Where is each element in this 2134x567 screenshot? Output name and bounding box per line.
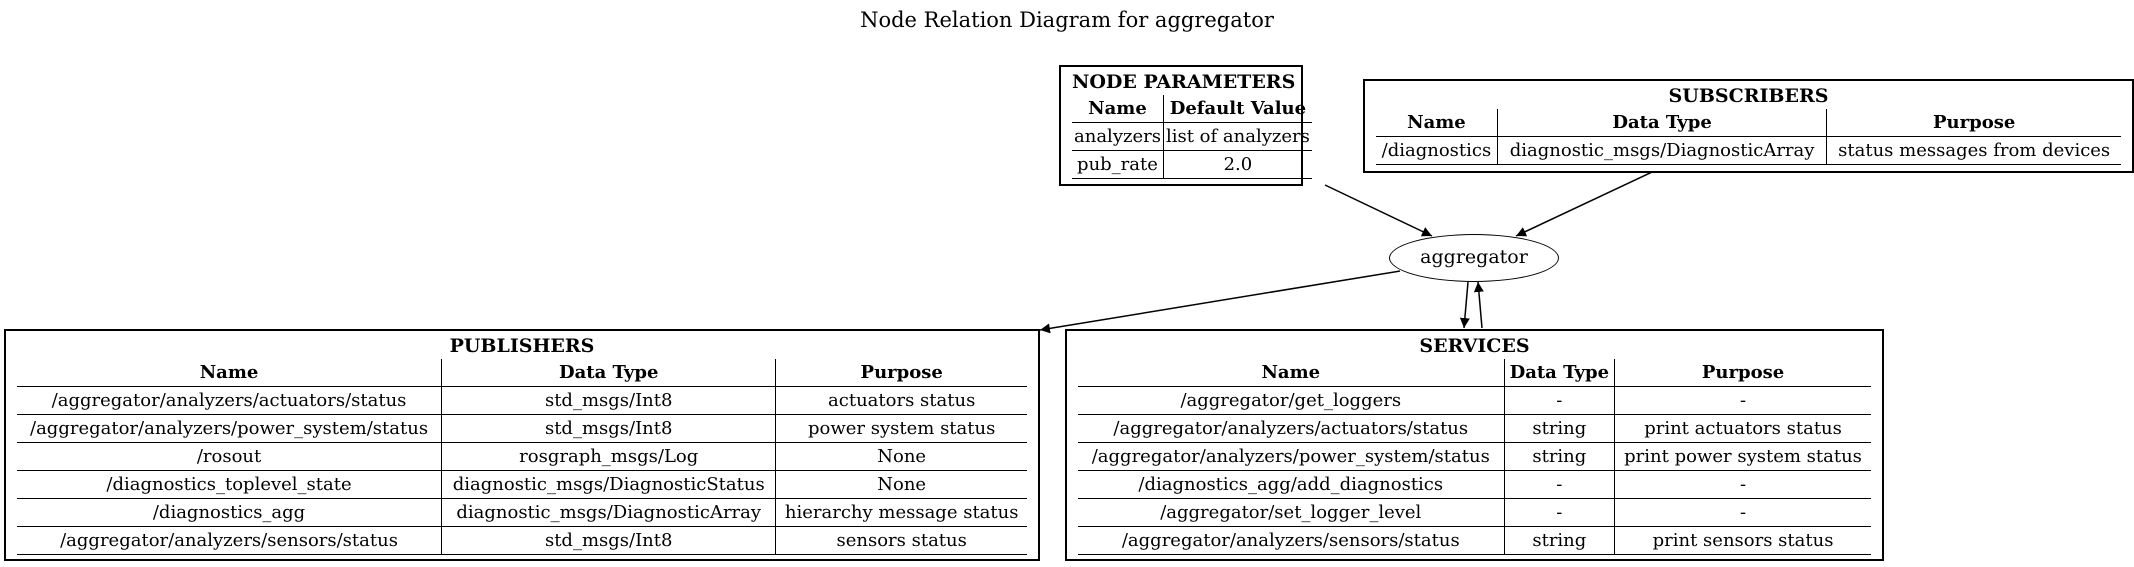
service-purpose: print actuators status (1614, 414, 1871, 443)
service-purpose: - (1614, 498, 1871, 527)
service-type: string (1503, 526, 1615, 555)
publisher-purpose: actuators status (775, 386, 1027, 415)
table-row: /diagnostics_agg/add_diagnostics - - (1078, 470, 1871, 499)
publisher-name: /aggregator/analyzers/power_system/statu… (17, 414, 442, 443)
subscriber-type: diagnostic_msgs/DiagnosticArray (1496, 136, 1827, 165)
edge-services-to-node (1473, 281, 1484, 329)
column-header: Purpose (775, 359, 1027, 387)
table-row: /aggregator/analyzers/sensors/status str… (1078, 526, 1871, 555)
parameter-name: analyzers (1072, 122, 1164, 151)
services-grid: Name Data Type Purpose /aggregator/get_l… (1078, 359, 1871, 555)
table-row: /diagnostics_toplevel_state diagnostic_m… (17, 470, 1027, 499)
subscriber-name: /diagnostics (1376, 136, 1498, 165)
table-row: /aggregator/get_loggers - - (1078, 386, 1871, 415)
column-header: Data Type (1496, 109, 1827, 137)
service-name: /aggregator/set_logger_level (1078, 498, 1505, 527)
column-header: Name (17, 359, 442, 387)
table-row: /diagnostics_agg diagnostic_msgs/Diagnos… (17, 498, 1027, 527)
service-purpose: - (1614, 470, 1871, 499)
table-row: /aggregator/analyzers/actuators/status s… (1078, 414, 1871, 443)
column-header: Purpose (1614, 359, 1871, 387)
publisher-purpose: hierarchy message status (775, 498, 1027, 527)
service-type: string (1503, 442, 1615, 471)
service-type: - (1503, 386, 1615, 415)
publisher-type: diagnostic_msgs/DiagnosticArray (441, 498, 776, 527)
publisher-name: /diagnostics_agg (17, 498, 442, 527)
table-header-row: Name Data Type Purpose (1078, 359, 1871, 387)
parameter-name: pub_rate (1072, 150, 1164, 179)
table-row: /aggregator/analyzers/power_system/statu… (1078, 442, 1871, 471)
column-header: Data Type (441, 359, 776, 387)
table-row: /aggregator/analyzers/sensors/status std… (17, 526, 1027, 555)
publishers-table: PUBLISHERS Name Data Type Purpose /aggre… (4, 329, 1040, 561)
node-parameters-grid: Name Default Value analyzers list of ana… (1072, 95, 1312, 179)
publisher-name: /aggregator/analyzers/sensors/status (17, 526, 442, 555)
service-purpose: - (1614, 386, 1871, 415)
node-parameters-table: NODE PARAMETERS Name Default Value analy… (1059, 65, 1312, 186)
publisher-purpose: sensors status (775, 526, 1027, 555)
publisher-name: /diagnostics_toplevel_state (17, 470, 442, 499)
table-row: /aggregator/set_logger_level - - (1078, 498, 1871, 527)
services-title: SERVICES (1419, 335, 1530, 357)
edge-node-to-services (1459, 281, 1470, 329)
subscriber-purpose: status messages from devices (1826, 136, 2121, 165)
column-header: Name (1078, 359, 1505, 387)
table-row: /diagnostics diagnostic_msgs/DiagnosticA… (1376, 136, 2121, 165)
table-header-row: Name Default Value (1072, 95, 1312, 123)
diagram-title: Node Relation Diagram for aggregator (860, 8, 1274, 32)
publisher-type: rosgraph_msgs/Log (441, 442, 776, 471)
service-name: /aggregator/analyzers/sensors/status (1078, 526, 1505, 555)
edge-node-to-publishers (1039, 270, 1401, 334)
publisher-purpose: None (775, 442, 1027, 471)
publisher-name: /rosout (17, 442, 442, 471)
service-name: /aggregator/analyzers/actuators/status (1078, 414, 1505, 443)
column-header: Data Type (1503, 359, 1615, 387)
table-row: pub_rate 2.0 (1072, 150, 1312, 179)
column-header: Name (1072, 95, 1164, 123)
edge-subscribers-to-node (1515, 171, 1653, 237)
column-header: Name (1376, 109, 1498, 137)
service-type: - (1503, 470, 1615, 499)
subscribers-table: SUBSCRIBERS Name Data Type Purpose /diag… (1363, 79, 2134, 173)
column-header: Purpose (1826, 109, 2121, 137)
table-header-row: Name Data Type Purpose (17, 359, 1027, 387)
service-name: /aggregator/get_loggers (1078, 386, 1505, 415)
publisher-type: std_msgs/Int8 (441, 386, 776, 415)
service-type: string (1503, 414, 1615, 443)
edge-parameters-to-node (1324, 184, 1433, 237)
publisher-purpose: power system status (775, 414, 1027, 443)
table-row: /aggregator/analyzers/actuators/status s… (17, 386, 1027, 415)
service-type: - (1503, 498, 1615, 527)
publishers-title: PUBLISHERS (449, 335, 595, 357)
subscribers-grid: Name Data Type Purpose /diagnostics diag… (1376, 109, 2121, 165)
publishers-grid: Name Data Type Purpose /aggregator/analy… (17, 359, 1027, 555)
service-name: /aggregator/analyzers/power_system/statu… (1078, 442, 1505, 471)
parameter-default: 2.0 (1162, 150, 1312, 179)
node-parameters-title: NODE PARAMETERS (1072, 71, 1296, 93)
parameter-default: list of analyzers (1162, 122, 1312, 151)
publisher-purpose: None (775, 470, 1027, 499)
table-row: /aggregator/analyzers/power_system/statu… (17, 414, 1027, 443)
publisher-type: std_msgs/Int8 (441, 526, 776, 555)
service-name: /diagnostics_agg/add_diagnostics (1078, 470, 1505, 499)
column-header: Default Value (1162, 95, 1312, 123)
service-purpose: print power system status (1614, 442, 1871, 471)
table-row: analyzers list of analyzers (1072, 122, 1312, 151)
services-table: SERVICES Name Data Type Purpose /aggrega… (1065, 329, 1884, 561)
service-purpose: print sensors status (1614, 526, 1871, 555)
publisher-type: diagnostic_msgs/DiagnosticStatus (441, 470, 776, 499)
aggregator-node: aggregator (1389, 234, 1559, 282)
table-row: /rosout rosgraph_msgs/Log None (17, 442, 1027, 471)
publisher-type: std_msgs/Int8 (441, 414, 776, 443)
table-header-row: Name Data Type Purpose (1376, 109, 2121, 137)
subscribers-title: SUBSCRIBERS (1668, 85, 1829, 107)
publisher-name: /aggregator/analyzers/actuators/status (17, 386, 442, 415)
